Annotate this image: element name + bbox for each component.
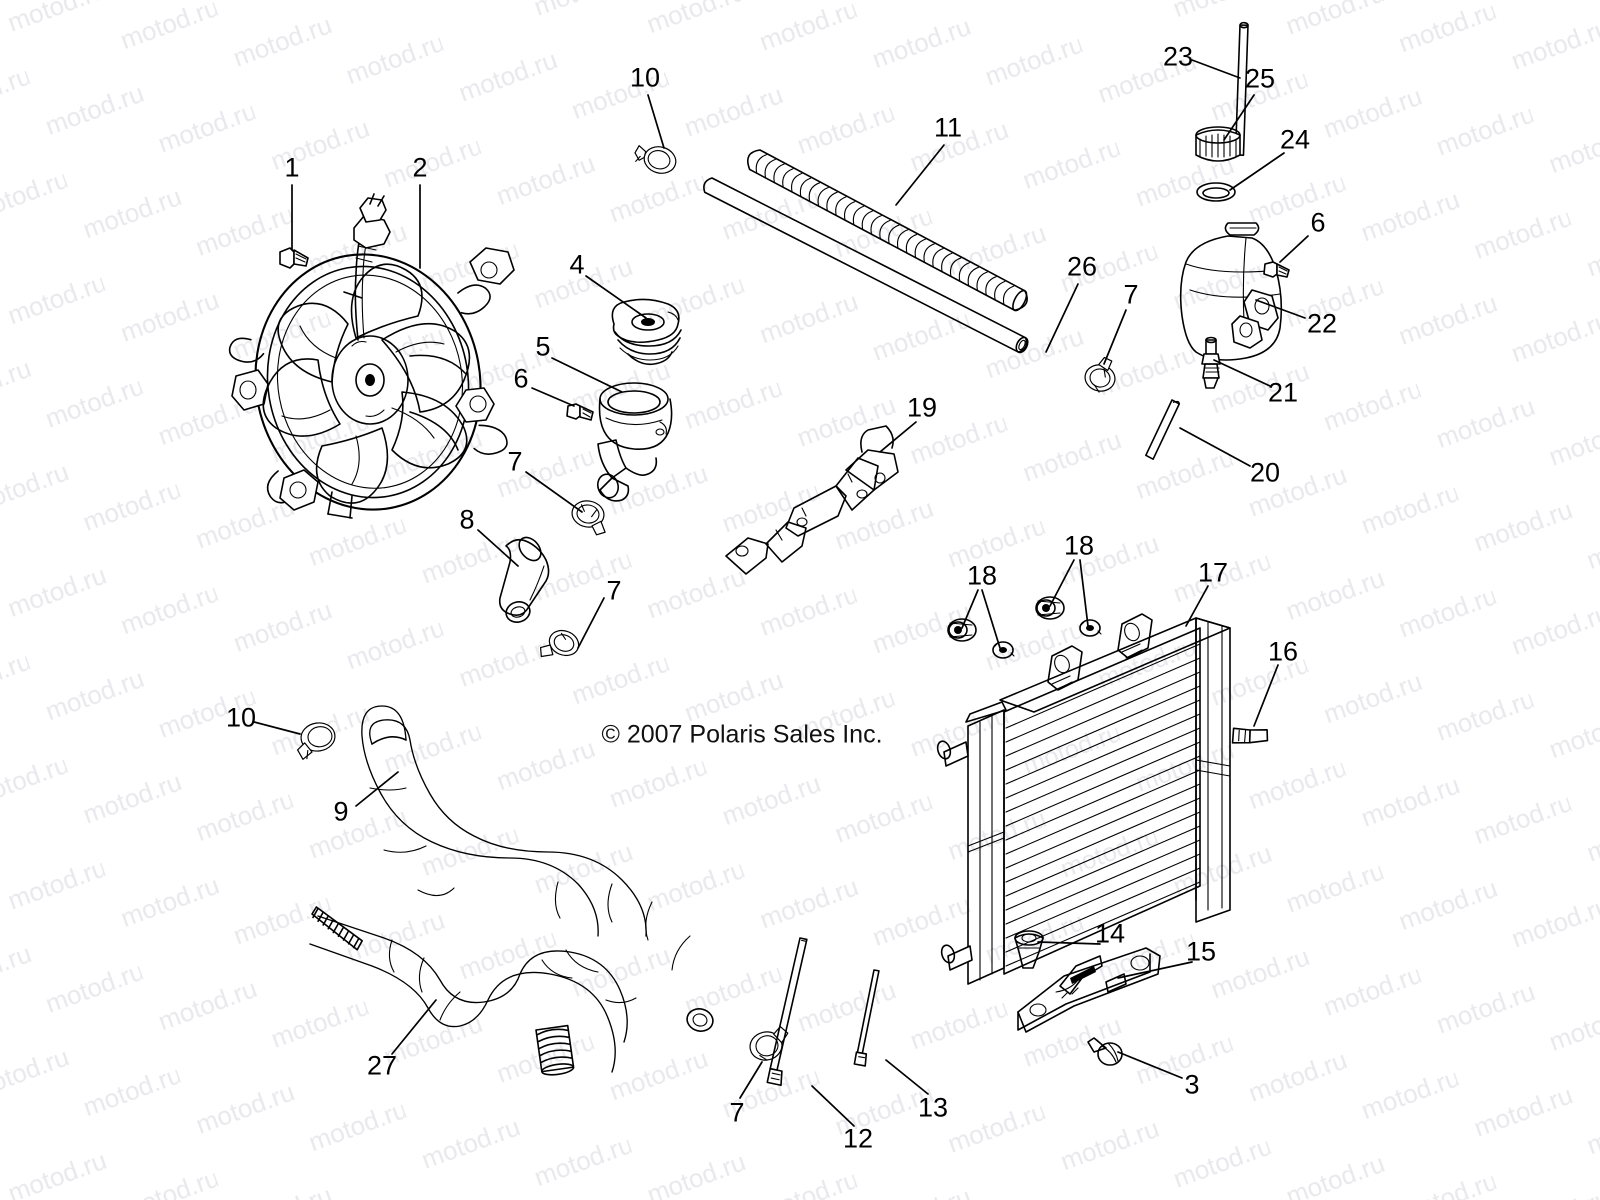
grommet-14-art <box>1014 930 1044 969</box>
convoluted-sleeve-art <box>746 149 1028 312</box>
leader-lines <box>253 59 1309 1127</box>
callout-27: 27 <box>366 1050 398 1081</box>
copyright-notice: © 2007 Polaris Sales Inc. <box>601 720 883 749</box>
grommet-18-right-art <box>1035 596 1065 620</box>
callout-4: 4 <box>569 249 585 280</box>
callout-24: 24 <box>1279 124 1311 155</box>
callout-3: 3 <box>1184 1069 1200 1100</box>
callout-5: 5 <box>535 331 551 362</box>
bolt-16-art <box>1231 727 1269 744</box>
washer-18-left-art <box>992 641 1015 659</box>
callout-9: 9 <box>333 796 349 827</box>
callout-25: 25 <box>1244 63 1276 94</box>
bypass-hose-art <box>498 536 550 623</box>
upper-radiator-hose-art <box>361 705 714 1032</box>
callout-6b: 6 <box>513 363 529 394</box>
callout-26: 26 <box>1066 251 1098 282</box>
callout-18b: 18 <box>1063 530 1095 561</box>
callout-8: 8 <box>459 504 475 535</box>
callout-12: 12 <box>842 1123 874 1154</box>
hose-clamp-7c-art <box>539 629 580 658</box>
reservoir-cap-art <box>1195 126 1241 162</box>
grommet-18-left-art <box>947 618 977 642</box>
cap-oring-art <box>1196 182 1236 202</box>
callout-15: 15 <box>1185 936 1217 967</box>
fan-screw-art <box>279 247 309 269</box>
callout-18: 18 <box>966 560 998 591</box>
callout-7d: 7 <box>729 1097 745 1128</box>
callout-20: 20 <box>1249 457 1281 488</box>
callout-7b: 7 <box>507 446 523 477</box>
callout-7c: 7 <box>606 575 622 606</box>
callout-23: 23 <box>1162 41 1194 72</box>
callout-1: 1 <box>284 152 300 183</box>
lower-bracket-15-art <box>1017 947 1161 1033</box>
vent-tube-art <box>703 177 1029 354</box>
callout-19: 19 <box>906 392 938 423</box>
hose-clamp-7b-art <box>571 500 606 536</box>
cable-tie-12-art <box>766 937 808 1087</box>
reservoir-bottle-art <box>1179 222 1283 361</box>
callout-11: 11 <box>933 112 963 143</box>
callout-10: 10 <box>629 62 661 93</box>
short-hose-20-art <box>1145 399 1181 460</box>
washer-18-right-art <box>1079 619 1102 637</box>
callout-21: 21 <box>1267 377 1299 408</box>
callout-13: 13 <box>917 1092 949 1123</box>
callout-10b: 10 <box>225 702 257 733</box>
overflow-tube-art <box>1234 21 1249 157</box>
hose-clamp-10b-art <box>297 722 336 760</box>
callout-17: 17 <box>1197 557 1229 588</box>
cable-tie-13-art <box>853 969 880 1067</box>
callout-16: 16 <box>1267 636 1299 667</box>
callout-6: 6 <box>1310 207 1326 238</box>
hose-clamp-10-art <box>634 145 677 174</box>
screw-6-neck-art <box>566 403 594 421</box>
lower-radiator-hose-art <box>309 906 637 1076</box>
callout-22: 22 <box>1306 308 1338 339</box>
hose-clamp-7-res-art <box>1084 356 1116 393</box>
fan-shroud-assembly-art <box>228 193 515 519</box>
filler-neck-art <box>596 382 673 502</box>
callout-2: 2 <box>412 152 428 183</box>
callout-7: 7 <box>1123 279 1139 310</box>
callout-14: 14 <box>1094 918 1126 949</box>
radiator-assembly-art <box>936 613 1231 985</box>
screw-6-reservoir-art <box>1263 261 1290 278</box>
